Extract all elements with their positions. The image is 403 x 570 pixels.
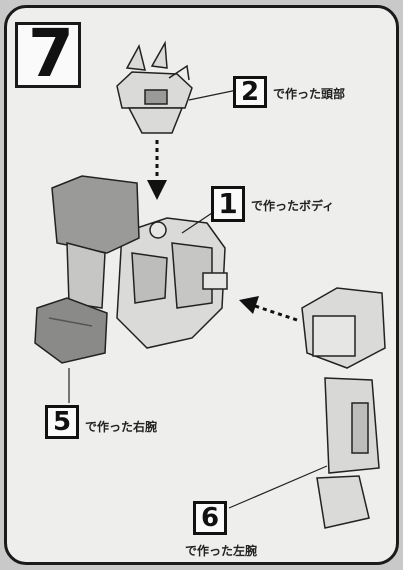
part-number-body: 1: [218, 187, 238, 220]
part-caption-left-arm: で作った左腕: [185, 544, 258, 558]
part-number-box-right-arm: 5: [45, 405, 79, 439]
step-number: 7: [28, 15, 74, 92]
part-number-left-arm: 6: [200, 503, 220, 533]
body-part: [116, 217, 228, 349]
right-arm-part: [34, 175, 140, 364]
part-number-box-left-arm: 6: [193, 501, 227, 535]
head-part: [116, 40, 193, 134]
instruction-panel: 7 2 で作った頭部 1 で作ったボディ 5 で作った右腕 6 で作った左腕: [4, 5, 399, 565]
part-caption-body: で作ったボディ: [251, 199, 335, 213]
part-caption-right-arm: で作った右腕: [85, 420, 158, 434]
part-number-head: 2: [240, 77, 260, 107]
part-number-right-arm: 5: [52, 407, 72, 437]
leader-line-left-arm: [228, 465, 328, 509]
left-arm-part: [301, 287, 386, 529]
leader-line-head: [188, 89, 238, 101]
part-caption-head: で作った頭部: [273, 87, 346, 101]
part-number-box-body: 1: [211, 186, 245, 222]
arrow-left: [239, 296, 298, 322]
step-number-box: 7: [15, 15, 81, 92]
part-number-box-head: 2: [233, 76, 267, 108]
assembly-illustration: [34, 40, 386, 529]
leader-line-body: [181, 212, 213, 234]
arrow-down: [147, 140, 167, 200]
